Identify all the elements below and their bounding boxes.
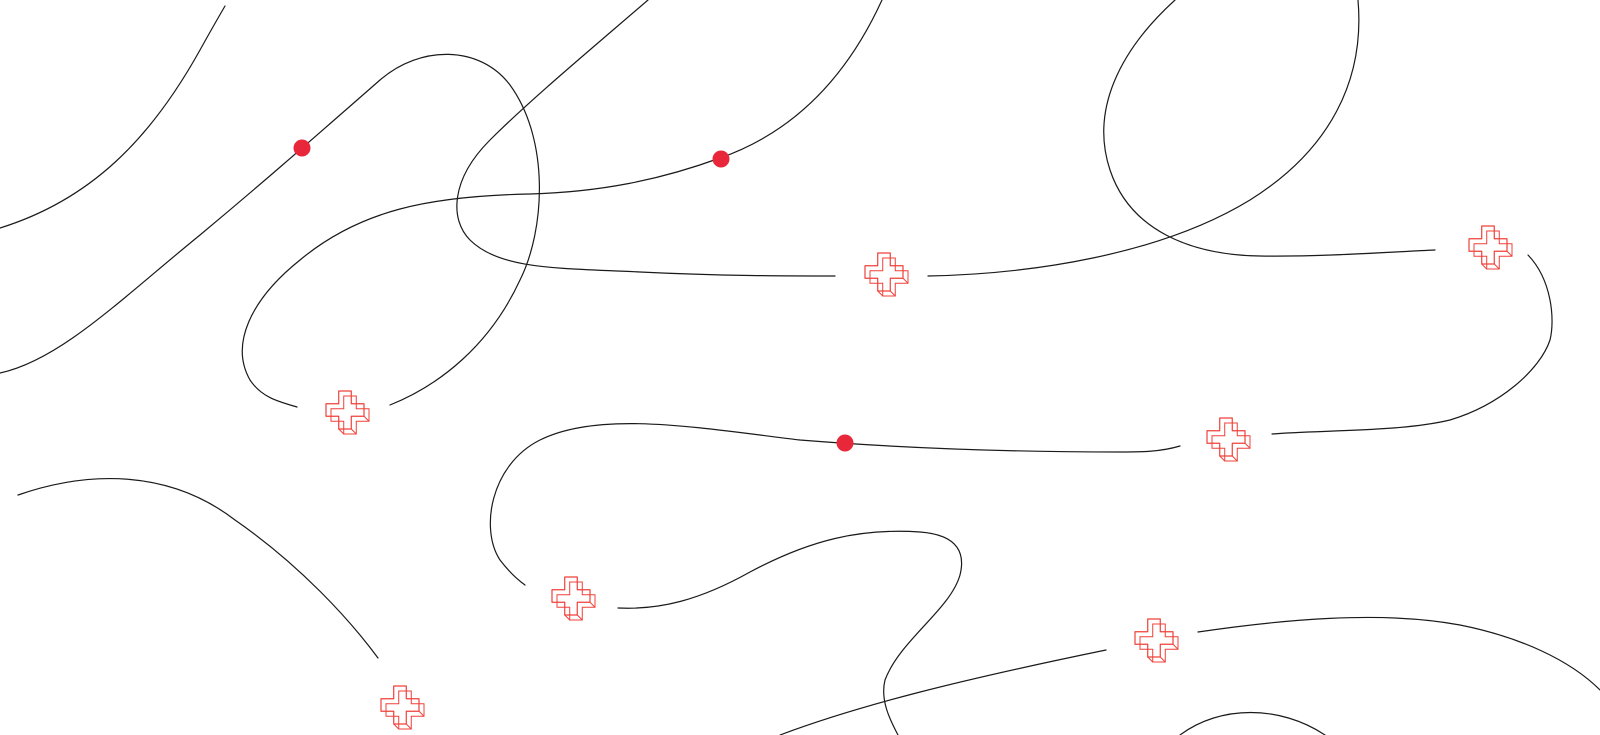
red-dot-icon [712, 150, 730, 168]
curve-top-middle [241, 0, 883, 408]
curve-right-sweep [927, 0, 1360, 277]
curve-top-left-arc [0, 5, 226, 229]
red-dot-icon [293, 139, 311, 157]
curve-bottom-right-small [1179, 712, 1326, 735]
curve-lower-wave [617, 530, 963, 735]
curve-bottom-right-arc [1197, 616, 1600, 691]
curve-right-hook [1271, 254, 1553, 435]
red-crosses-group [325, 225, 1513, 730]
red-dots-group [293, 139, 854, 452]
curve-right-loop [1103, 0, 1436, 257]
red-cross-icon [864, 252, 909, 297]
red-cross-icon [1206, 417, 1251, 462]
curve-bottom-left [17, 478, 379, 659]
curve-middle-wave [489, 422, 1181, 586]
red-cross-icon [325, 390, 370, 435]
curve-loop-center [456, 0, 836, 277]
red-cross-icon [1468, 225, 1513, 270]
curve-long-diagonal [0, 53, 540, 406]
curve-bottom-diagonal [779, 649, 1107, 735]
red-cross-icon [380, 685, 425, 730]
red-dot-icon [836, 434, 854, 452]
red-cross-icon [1134, 618, 1179, 663]
red-cross-icon [551, 576, 596, 621]
